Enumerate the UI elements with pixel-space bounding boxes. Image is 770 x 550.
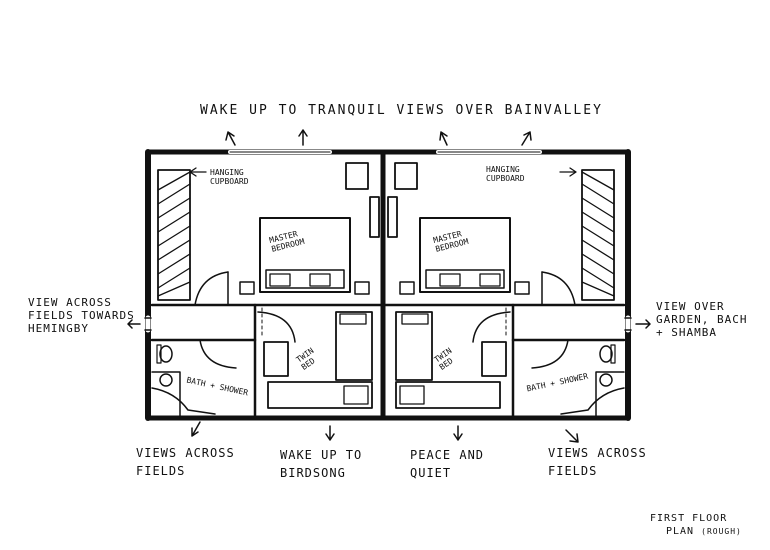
bottom-note-4: VIEWS ACROSS FIELDS	[548, 446, 647, 478]
floor-plan-title: FIRST FLOOR PLAN (ROUGH)	[650, 513, 742, 537]
bottom-note-1: VIEWS ACROSS FIELDS	[136, 446, 235, 478]
side-note-right: VIEW OVER GARDEN, BACH + SHAMBA	[656, 300, 748, 339]
top-views-caption: WAKE UP TO TRANQUIL VIEWS OVER BAINVALLE…	[200, 103, 603, 118]
bottom-note-3: PEACE AND QUIET	[410, 448, 485, 480]
rough-note: (ROUGH)	[701, 527, 742, 536]
floor-plan-subtitle: PLAN	[666, 526, 695, 537]
side-note-left: VIEW ACROSS FIELDS TOWARDS HEMINGBY	[28, 296, 135, 335]
bottom-note-2: WAKE UP TO BIRDSONG	[280, 448, 363, 480]
